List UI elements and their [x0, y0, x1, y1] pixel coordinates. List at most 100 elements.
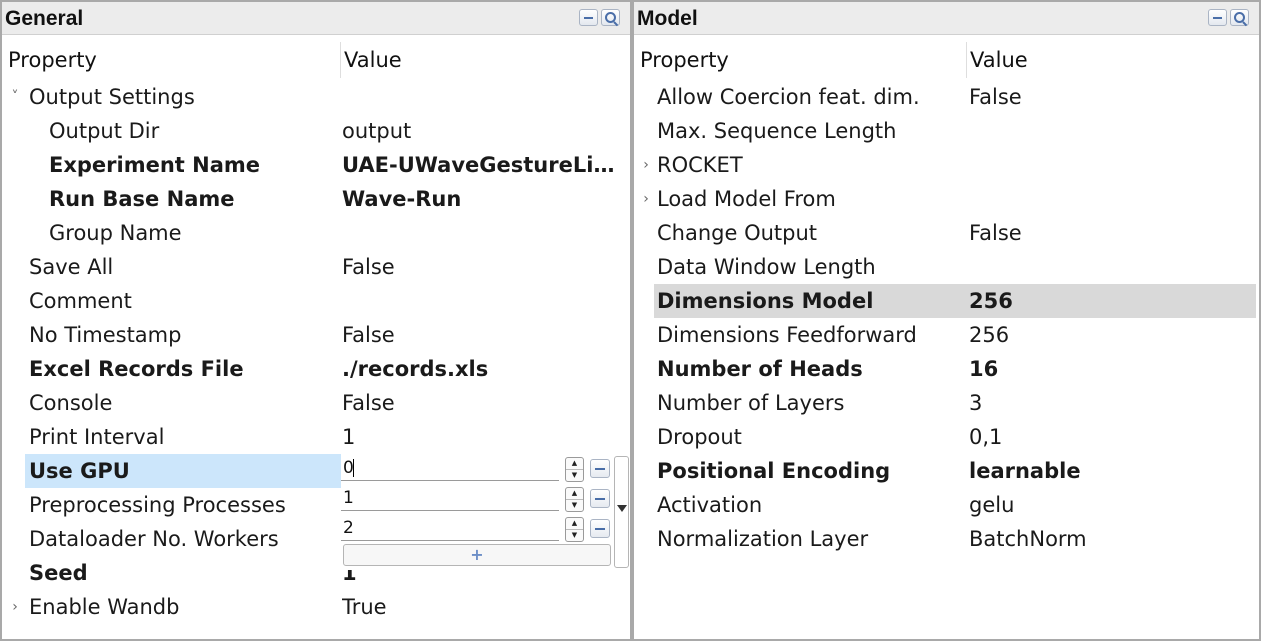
column-header-value[interactable]: Value: [970, 48, 1028, 72]
property-value[interactable]: BatchNorm: [969, 527, 1087, 551]
property-value[interactable]: False: [342, 255, 395, 279]
property-row[interactable]: Data Window Length: [637, 250, 1256, 284]
gpu-item-spinner[interactable]: ▲ ▼: [565, 457, 584, 482]
property-value[interactable]: 256: [969, 289, 1013, 313]
property-value[interactable]: True: [342, 595, 387, 619]
property-name: Dimensions Model: [657, 289, 874, 313]
property-value[interactable]: 256: [969, 323, 1010, 347]
spin-up-icon[interactable]: ▲: [566, 488, 583, 500]
property-name: Load Model From: [657, 187, 836, 211]
property-value[interactable]: False: [969, 221, 1022, 245]
property-value[interactable]: False: [342, 323, 395, 347]
property-row[interactable]: › Load Model From: [637, 182, 1256, 216]
property-row[interactable]: Group Name: [5, 216, 627, 250]
property-value[interactable]: [342, 284, 624, 318]
search-button[interactable]: [601, 9, 620, 26]
chevron-down-icon[interactable]: ˅: [11, 89, 19, 105]
property-value[interactable]: learnable: [969, 459, 1081, 483]
minimize-button[interactable]: [579, 9, 598, 26]
add-item-button[interactable]: +: [343, 544, 611, 566]
spin-up-icon[interactable]: ▲: [566, 458, 583, 470]
property-row[interactable]: Excel Records File./records.xls: [5, 352, 627, 386]
search-button[interactable]: [1230, 9, 1249, 26]
dropdown-toggle[interactable]: [614, 456, 629, 568]
column-header-property[interactable]: Property: [640, 48, 729, 72]
property-name: Save All: [29, 255, 114, 279]
remove-item-button[interactable]: [590, 489, 610, 508]
property-name: Positional Encoding: [657, 459, 891, 483]
minimize-button[interactable]: [1208, 9, 1227, 26]
property-value[interactable]: output: [342, 119, 412, 143]
property-value[interactable]: 1: [342, 425, 356, 449]
property-value[interactable]: False: [342, 391, 395, 415]
property-name: Run Base Name: [49, 187, 235, 211]
minus-icon: [1213, 17, 1222, 19]
property-name: Enable Wandb: [29, 595, 180, 619]
gpu-item-input[interactable]: 1: [341, 485, 559, 511]
remove-item-button[interactable]: [590, 519, 610, 538]
chevron-right-icon[interactable]: ›: [643, 157, 649, 173]
gpu-item-input[interactable]: 2: [341, 515, 559, 541]
property-value[interactable]: ./records.xls: [342, 357, 489, 381]
property-row[interactable]: Run Base Name Wave-Run: [5, 182, 627, 216]
column-header-value[interactable]: Value: [344, 48, 402, 72]
chevron-right-icon[interactable]: ›: [12, 599, 18, 615]
property-row[interactable]: Use GPU: [5, 454, 627, 488]
model-property-grid: Property Value Allow Coercion feat. dim.…: [637, 42, 1256, 639]
property-value[interactable]: [969, 250, 1249, 284]
property-value[interactable]: 16: [969, 357, 999, 381]
property-value[interactable]: [969, 114, 1249, 148]
property-value[interactable]: Wave-Run: [342, 187, 462, 211]
property-value[interactable]: [342, 80, 624, 114]
general-panel-header: General: [2, 2, 630, 35]
gpu-item-input[interactable]: 0: [341, 455, 559, 481]
property-name: Preprocessing Processes: [29, 493, 286, 517]
property-row[interactable]: Positional Encoding learnable: [637, 454, 1256, 488]
property-value[interactable]: False: [969, 85, 1022, 109]
column-separator[interactable]: [340, 42, 341, 78]
property-row[interactable]: › Enable Wandb True: [5, 590, 627, 624]
gpu-item-row: 2 ▲ ▼: [341, 515, 611, 543]
spin-up-icon[interactable]: ▲: [566, 518, 583, 530]
property-value[interactable]: [969, 148, 1249, 182]
property-row[interactable]: Dimensions Model 256: [637, 284, 1256, 318]
property-name: Seed: [29, 561, 88, 585]
spin-down-icon[interactable]: ▼: [571, 471, 578, 479]
property-value[interactable]: gelu: [969, 493, 1015, 517]
property-name: Data Window Length: [657, 255, 876, 279]
property-row[interactable]: Max. Sequence Length: [637, 114, 1256, 148]
spin-down-icon[interactable]: ▼: [571, 501, 578, 509]
property-row[interactable]: Save All False: [5, 250, 627, 284]
property-value[interactable]: [342, 216, 624, 250]
property-row[interactable]: ›ROCKET: [637, 148, 1256, 182]
column-header-property[interactable]: Property: [8, 48, 97, 72]
spin-down-icon[interactable]: ▼: [571, 531, 578, 539]
property-row[interactable]: Allow Coercion feat. dim.False: [637, 80, 1256, 114]
property-value[interactable]: [969, 182, 1249, 216]
property-row[interactable]: ˅Output Settings: [5, 80, 627, 114]
property-value[interactable]: UAE-UWaveGestureLib...: [342, 153, 624, 177]
gpu-item-spinner[interactable]: ▲ ▼: [565, 517, 584, 542]
remove-item-button[interactable]: [590, 459, 610, 478]
property-value[interactable]: 0,1: [969, 425, 1003, 449]
use-gpu-list-editor: 0 ▲ ▼ 1 ▲ ▼ 2 ▲ ▼ +: [341, 450, 630, 570]
gpu-item-spinner[interactable]: ▲ ▼: [565, 487, 584, 512]
property-row[interactable]: Comment: [5, 284, 627, 318]
column-separator[interactable]: [966, 42, 967, 78]
property-value[interactable]: 3: [969, 391, 983, 415]
chevron-right-icon[interactable]: ›: [643, 191, 649, 207]
search-icon: [605, 12, 616, 23]
